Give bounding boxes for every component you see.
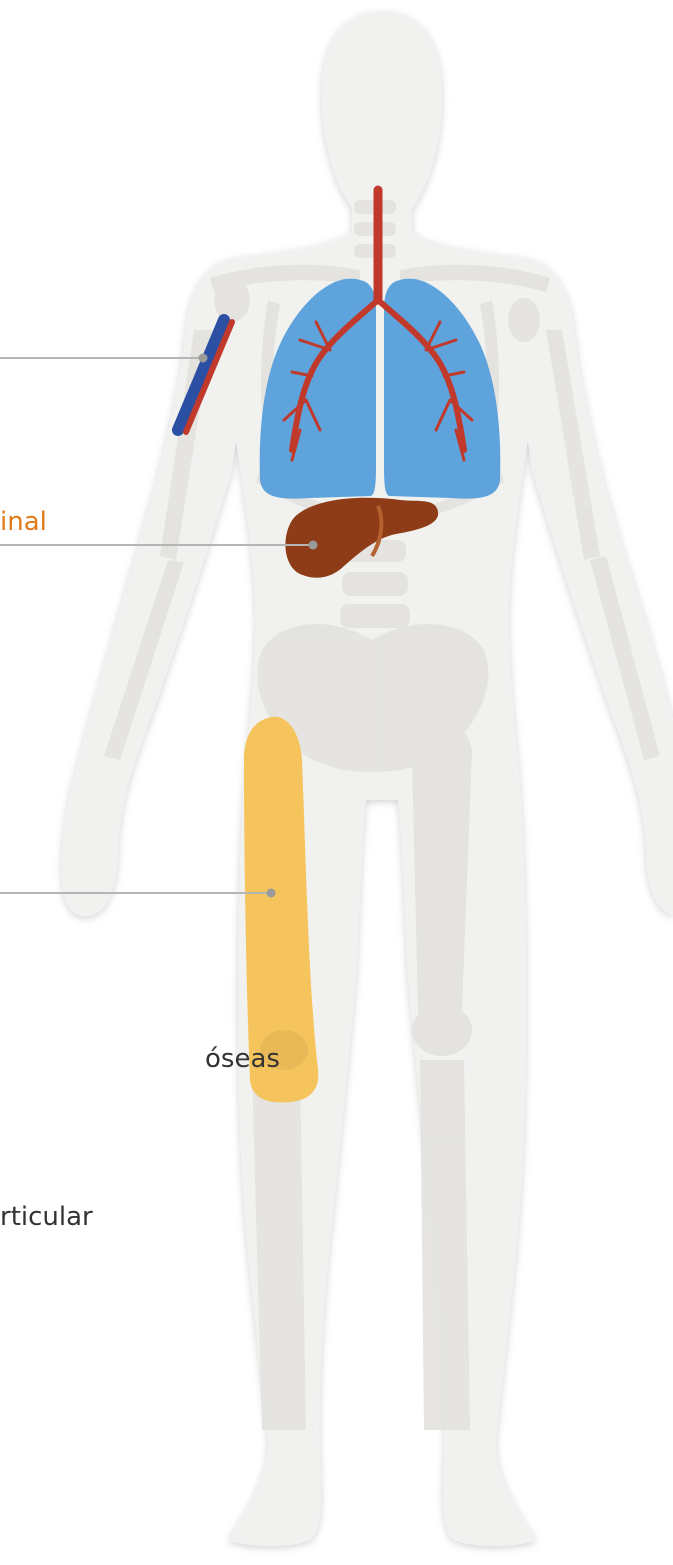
label-bone-lesions: óseas bbox=[205, 1044, 280, 1074]
label-articular: rticular bbox=[0, 1202, 93, 1232]
body-silhouette bbox=[62, 12, 673, 1546]
label-highlighted: inal bbox=[0, 507, 47, 537]
